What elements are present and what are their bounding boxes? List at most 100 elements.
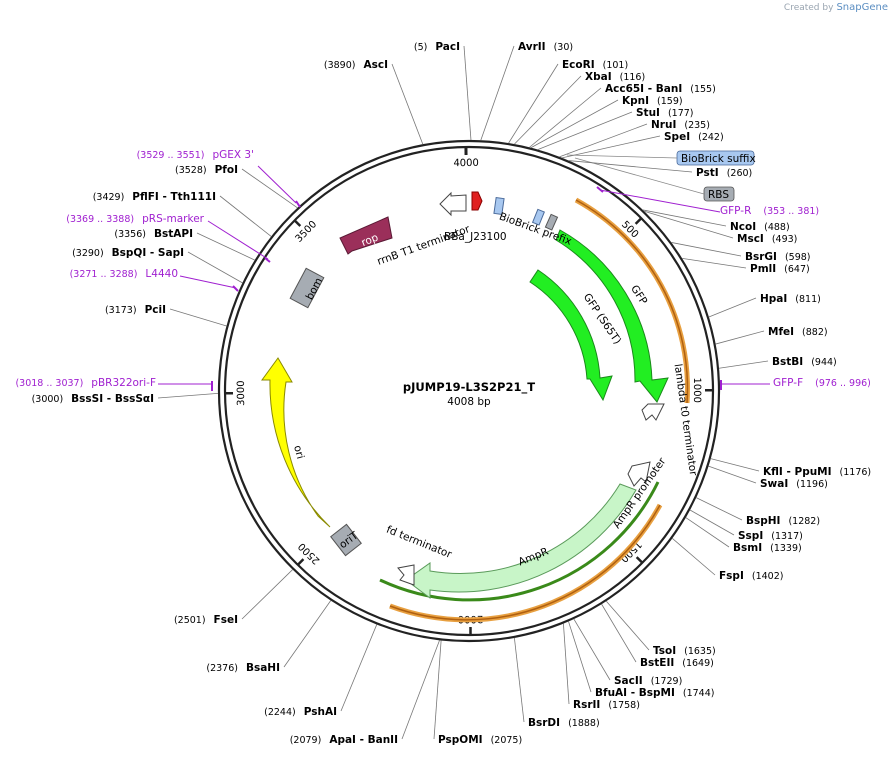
primer-range: (353 .. 381) (763, 206, 819, 217)
site-leader (513, 637, 525, 723)
site-leader (241, 569, 293, 620)
primer-marks (158, 165, 770, 391)
site-name: KflI - PpuMI (763, 466, 832, 478)
site-name: SspI (738, 530, 763, 542)
site-label: SpeI(242) (664, 131, 724, 143)
site-label: HpaI(811) (760, 293, 821, 305)
green-arc (379, 481, 660, 602)
site-name: KpnI (622, 95, 649, 107)
site-position: (3173) (105, 305, 137, 316)
site-leader (529, 87, 602, 148)
site-label: KpnI(159) (622, 95, 683, 107)
site-name: StuI (636, 107, 660, 119)
credit-brand: SnapGene (836, 2, 888, 13)
primer-name: pBR322ori-F (91, 377, 156, 389)
site-label: PstI (260) (696, 167, 752, 179)
site-leader (169, 308, 227, 327)
site-position: (944) (811, 357, 837, 368)
site-position: (260) (727, 168, 753, 179)
site-name: BfuAI - BspMI (595, 687, 675, 699)
site-position: (1196) (796, 479, 828, 490)
primer-label: GFP-R(353 .. 381) (720, 205, 819, 217)
primer-mark-gfpr (596, 186, 604, 193)
site-label: (2079)ApaI - BanII (290, 734, 398, 746)
site-leader (530, 99, 619, 149)
site-label: (2244)PshAI (264, 706, 337, 718)
primer-labels: (3529 .. 3551)pGEX 3'(3369 .. 3388)pRS-m… (15, 149, 870, 389)
site-leader (433, 640, 442, 740)
primer-range: (3018 .. 3037) (15, 378, 83, 389)
tick-1500 (635, 556, 644, 564)
misc-small-box (544, 213, 559, 231)
site-leader (671, 242, 742, 257)
site-label: NruI(235) (651, 119, 710, 131)
site-position: (1176) (840, 467, 872, 478)
site-name: PspOMI (438, 734, 483, 746)
site-name: SpeI (664, 131, 690, 143)
outer-arcs (379, 197, 690, 623)
rop-arrow (339, 216, 393, 255)
suffix-leader (566, 154, 678, 159)
site-label: BstBI(944) (772, 356, 837, 368)
site-leader (696, 497, 743, 521)
site-name: PflFI - Tth111I (132, 191, 216, 203)
site-position: (101) (603, 60, 629, 71)
site-position: (30) (554, 42, 574, 53)
primer-label: (3529 .. 3551)pGEX 3' (137, 149, 254, 161)
site-name: BsaHI (246, 662, 280, 674)
site-position: (1402) (752, 571, 784, 582)
tick-500 (634, 217, 643, 225)
site-leader (601, 603, 637, 663)
site-name: PmlI (750, 263, 776, 275)
site-leader (605, 600, 650, 651)
site-position: (1744) (683, 688, 715, 699)
plasmid-size: 4008 bp (447, 396, 491, 408)
site-name: BsrDI (528, 717, 560, 729)
site-name: PstI (696, 167, 719, 179)
site-label: MscI(493) (737, 233, 797, 245)
site-position: (3429) (93, 192, 125, 203)
site-position: (1635) (684, 646, 716, 657)
site-position: (1317) (771, 531, 803, 542)
site-leader (563, 623, 570, 705)
primer-leader-pgex (257, 165, 297, 204)
site-position: (177) (668, 108, 694, 119)
orit-box (330, 523, 362, 557)
site-label: SwaI(1196) (760, 478, 828, 490)
site-leader (644, 210, 734, 239)
site-position: (3356) (114, 229, 146, 240)
site-leader (508, 63, 559, 144)
site-leader (708, 297, 757, 318)
site-position: (3528) (175, 165, 207, 176)
site-name: PshAI (304, 706, 337, 718)
site-position: (3290) (72, 248, 104, 259)
site-leader (568, 621, 592, 693)
rbs-leader (574, 157, 705, 195)
site-label: BsrGI(598) (745, 251, 811, 263)
site-leader (568, 160, 693, 173)
site-position: (1758) (608, 700, 640, 711)
site-label: BsmI(1339) (733, 542, 802, 554)
site-label: SacII(1729) (614, 675, 682, 687)
primer-mark-pgex (295, 200, 301, 208)
primer-range: (3529 .. 3551) (137, 150, 205, 161)
site-name: FseI (214, 614, 238, 626)
snapgene-credit: Created by SnapGene (784, 2, 888, 13)
features (261, 191, 669, 599)
site-label: (3000)BssSI - BssSαI (32, 393, 154, 405)
site-position: (647) (784, 264, 810, 275)
site-position: (882) (802, 327, 828, 338)
site-leader (537, 111, 633, 150)
site-name: ApaI - BanII (329, 734, 398, 746)
site-name: BsmI (733, 542, 762, 554)
tick-label-3000: 3000 (236, 380, 247, 406)
site-name: EcoRI (562, 59, 595, 71)
site-leader (340, 624, 378, 712)
site-leader (559, 123, 648, 158)
gfp-s65t-arrow (529, 269, 613, 402)
suffix-badge-label: BioBrick suffix (681, 153, 756, 165)
primer-leader-gfpr (599, 189, 721, 213)
site-name: PciI (145, 304, 166, 316)
site-leader (283, 600, 332, 668)
site-leader (642, 209, 727, 227)
